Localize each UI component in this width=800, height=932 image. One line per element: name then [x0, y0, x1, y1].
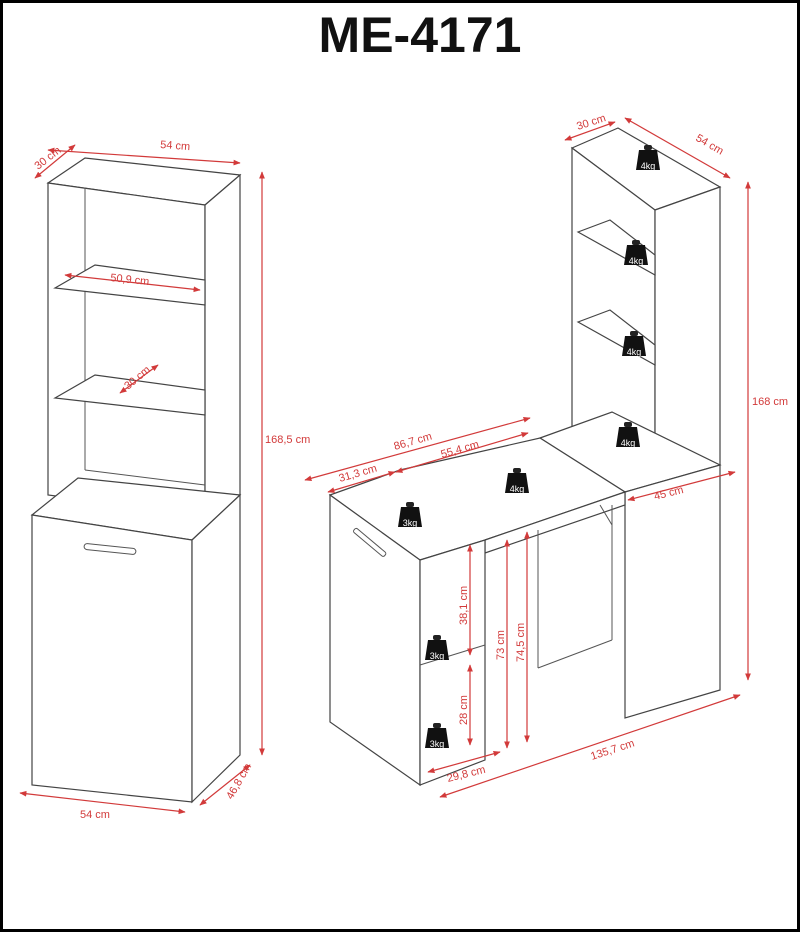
dim-left-height: 168,5 cm	[265, 434, 310, 446]
dim-left-width-top: 54 cm	[160, 139, 191, 153]
dim-height-745: 74,5 cm	[515, 623, 527, 662]
dim-tower-depth: 30 cm	[575, 112, 607, 133]
model-title: ME-4171	[319, 7, 522, 63]
dim-desk-total: 86,7 cm	[393, 431, 434, 453]
weight-icon: 4kg	[622, 331, 646, 357]
svg-text:3kg: 3kg	[430, 739, 445, 749]
weight-icon: 4kg	[624, 240, 648, 266]
weight-icon: 3kg	[425, 723, 449, 749]
right-assembly	[328, 127, 722, 787]
svg-text:4kg: 4kg	[510, 484, 525, 494]
svg-text:4kg: 4kg	[641, 161, 656, 171]
weight-icon: 3kg	[425, 635, 449, 661]
svg-text:4kg: 4kg	[627, 347, 642, 357]
weight-icon: 4kg	[616, 422, 640, 448]
weight-icon: 4kg	[505, 468, 529, 494]
dim-tower-width: 54 cm	[694, 132, 726, 157]
dim-total-length: 135,7 cm	[589, 737, 636, 762]
left-cabinet	[30, 157, 242, 804]
weight-icon: 3kg	[398, 502, 422, 528]
dim-height-73: 73 cm	[495, 630, 507, 660]
dim-tower-height: 168 cm	[752, 396, 788, 408]
dim-shelf-lower: 28 cm	[458, 695, 470, 725]
handle-icon	[353, 527, 387, 557]
dim-shelf-upper: 38,1 cm	[458, 586, 470, 625]
dim-left-width-bottom: 54 cm	[80, 809, 110, 821]
handle-icon	[83, 543, 137, 555]
svg-text:3kg: 3kg	[430, 651, 445, 661]
dim-left-shelf-width: 50,9 cm	[110, 272, 150, 288]
svg-text:3kg: 3kg	[403, 518, 418, 528]
svg-text:4kg: 4kg	[621, 438, 636, 448]
svg-text:4kg: 4kg	[629, 256, 644, 266]
